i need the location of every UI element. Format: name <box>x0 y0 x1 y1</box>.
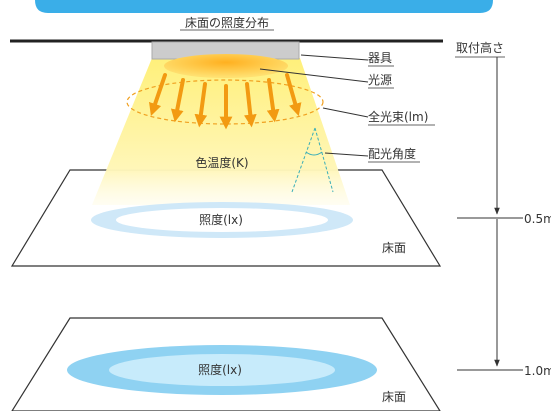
luminous-flux-ellipse <box>126 79 324 125</box>
diagram-title: 床面の照度分布 <box>185 15 269 30</box>
illuminance-ring-near-inner <box>116 208 328 232</box>
illuminance-label-near: 照度(lx) <box>199 212 243 227</box>
illuminance-label-far: 照度(lx) <box>198 362 242 377</box>
light-source <box>164 54 288 78</box>
arrow-2 <box>170 78 185 123</box>
light-arrows <box>149 73 302 130</box>
floor-label-far: 床面 <box>382 390 406 404</box>
beam-angle-label: 配光角度 <box>368 146 416 161</box>
light-source-label: 光源 <box>368 73 392 87</box>
top-banner <box>34 0 494 13</box>
fixture-label: 器具 <box>368 51 392 65</box>
distance-label-0-5m: 0.5m <box>524 212 551 226</box>
arrow-7 <box>285 73 302 117</box>
beam-angle-indicator <box>291 127 334 193</box>
illuminance-ring-far-inner <box>109 354 335 386</box>
arrow-5 <box>243 82 257 128</box>
arrow-3 <box>194 82 208 128</box>
callout-pointers <box>259 54 369 157</box>
color-temperature-label: 色温度(K) <box>195 155 248 170</box>
distance-label-1-0m: 1.0m <box>524 364 551 378</box>
luminous-flux-label: 全光束(lm) <box>368 109 428 124</box>
arrow-1 <box>149 73 167 117</box>
arrow-6 <box>266 78 280 123</box>
light-beam <box>92 58 350 205</box>
floor-label-near: 床面 <box>382 241 406 255</box>
mounting-height-label: 取付高さ <box>456 40 504 55</box>
